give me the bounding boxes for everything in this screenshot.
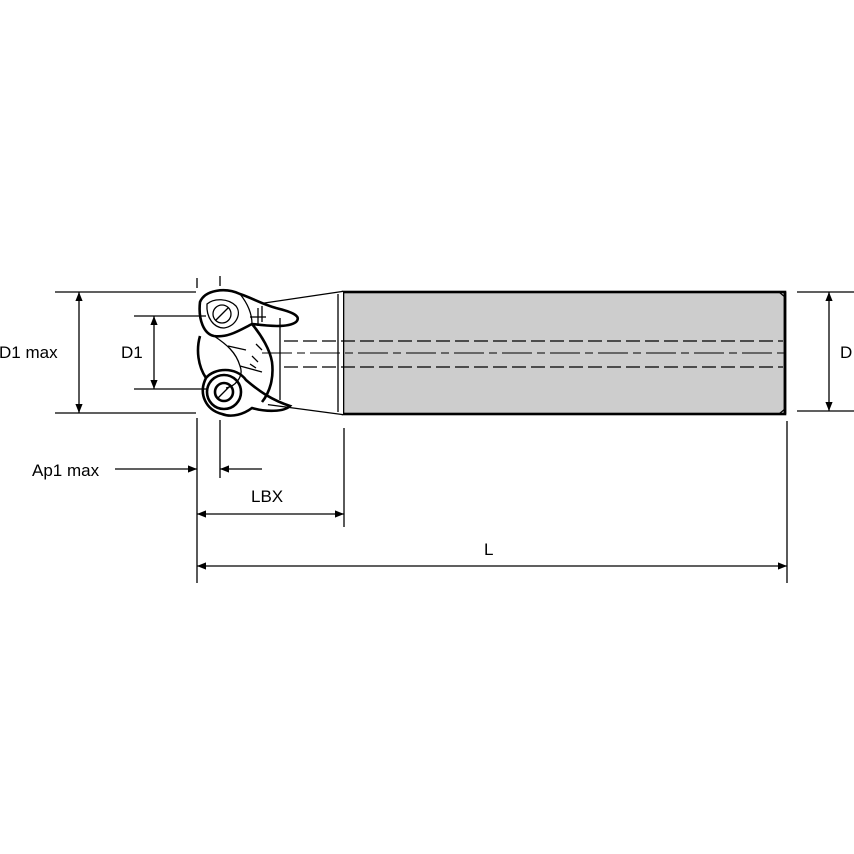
label-l: L bbox=[484, 540, 493, 559]
head-body-detail bbox=[213, 335, 263, 389]
dimension-lines bbox=[75, 292, 833, 570]
upper-insert-edge bbox=[239, 293, 263, 325]
label-d1: D1 bbox=[121, 343, 143, 362]
upper-insert-facet bbox=[206, 299, 239, 329]
dimension-labels: D1 max D1 D Ap1 max LBX L bbox=[0, 343, 852, 559]
head-small-dash bbox=[249, 343, 263, 369]
lower-insert-round bbox=[205, 373, 243, 411]
lower-screw-mark bbox=[217, 385, 231, 399]
lower-insert bbox=[201, 368, 293, 417]
head-body bbox=[196, 323, 274, 403]
upper-screw bbox=[212, 304, 232, 324]
label-d1-max: D1 max bbox=[0, 343, 58, 362]
upper-screw-mark bbox=[215, 307, 229, 321]
hidden-lines bbox=[250, 308, 790, 368]
label-d: D bbox=[840, 343, 852, 362]
label-ap1-max: Ap1 max bbox=[32, 461, 100, 480]
lower-screw bbox=[213, 381, 235, 403]
cutting-head bbox=[196, 288, 299, 417]
label-lbx: LBX bbox=[251, 487, 283, 506]
